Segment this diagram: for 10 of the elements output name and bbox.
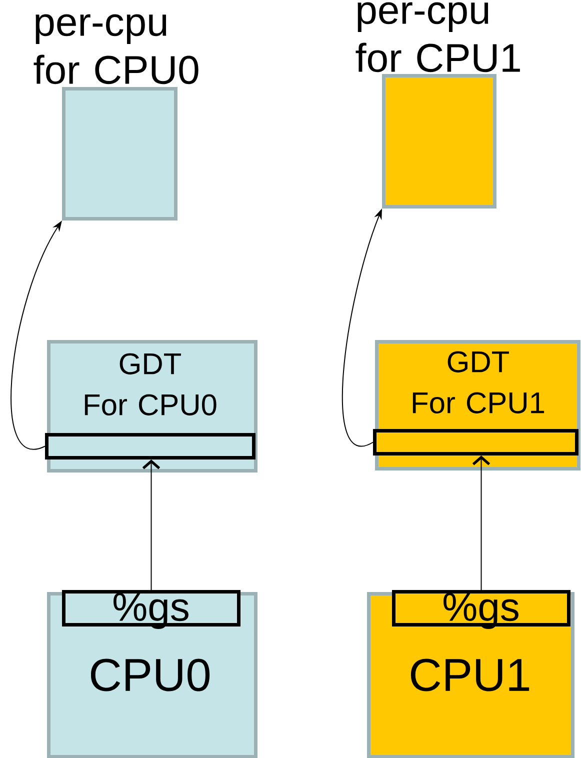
gdt-entry [373, 429, 578, 456]
arrow [142, 460, 160, 590]
register-box: %gs [392, 590, 570, 630]
memory-block: per-cpu for CPU1 [356, 2, 520, 208]
arrow [472, 456, 490, 590]
node-label: per-cpu for CPU1 [356, 2, 520, 72]
gdt-entry [45, 433, 256, 460]
node-label: per-cpu for CPU0 [34, 14, 198, 84]
memory-block: per-cpu for CPU0 [34, 14, 198, 220]
register-box: %gs [62, 590, 240, 630]
